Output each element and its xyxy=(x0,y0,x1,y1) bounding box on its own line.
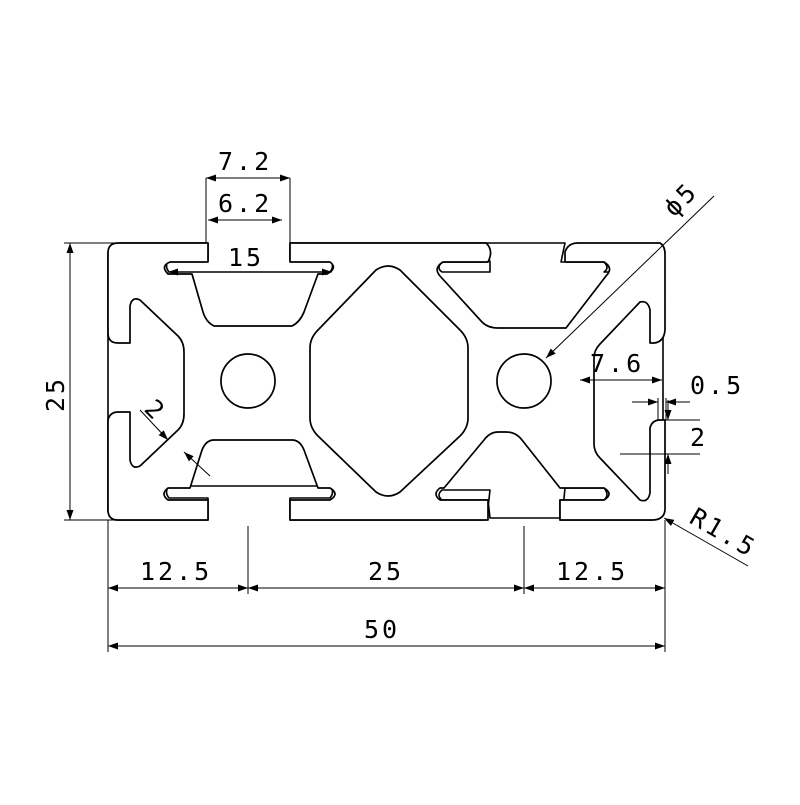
dim-slot-lip-gap: 0.5 xyxy=(690,371,744,400)
dim-hole-diameter: ϕ5 xyxy=(658,176,704,222)
dim-slot-outer: 7.2 xyxy=(218,147,272,176)
dim-height: 25 xyxy=(41,376,70,412)
center-cavity xyxy=(309,265,469,497)
dim-slot-lip-width: 7.6 xyxy=(590,349,644,378)
left-bore-hole xyxy=(220,353,276,409)
dim-slot-inner: 6.2 xyxy=(218,189,272,218)
dim-lip-thickness: 2 xyxy=(690,423,708,452)
dim-corner-radius: R1.5 xyxy=(685,502,762,563)
right-bore-hole xyxy=(496,353,552,409)
profile-detail xyxy=(107,242,666,521)
dim-slot-depth: 15 xyxy=(228,243,264,272)
dim-center-spacing: 25 xyxy=(368,557,404,586)
dim-total-width: 50 xyxy=(364,615,400,644)
dim-left-offset: 12.5 xyxy=(140,557,212,586)
dim-right-offset: 12.5 xyxy=(556,557,628,586)
